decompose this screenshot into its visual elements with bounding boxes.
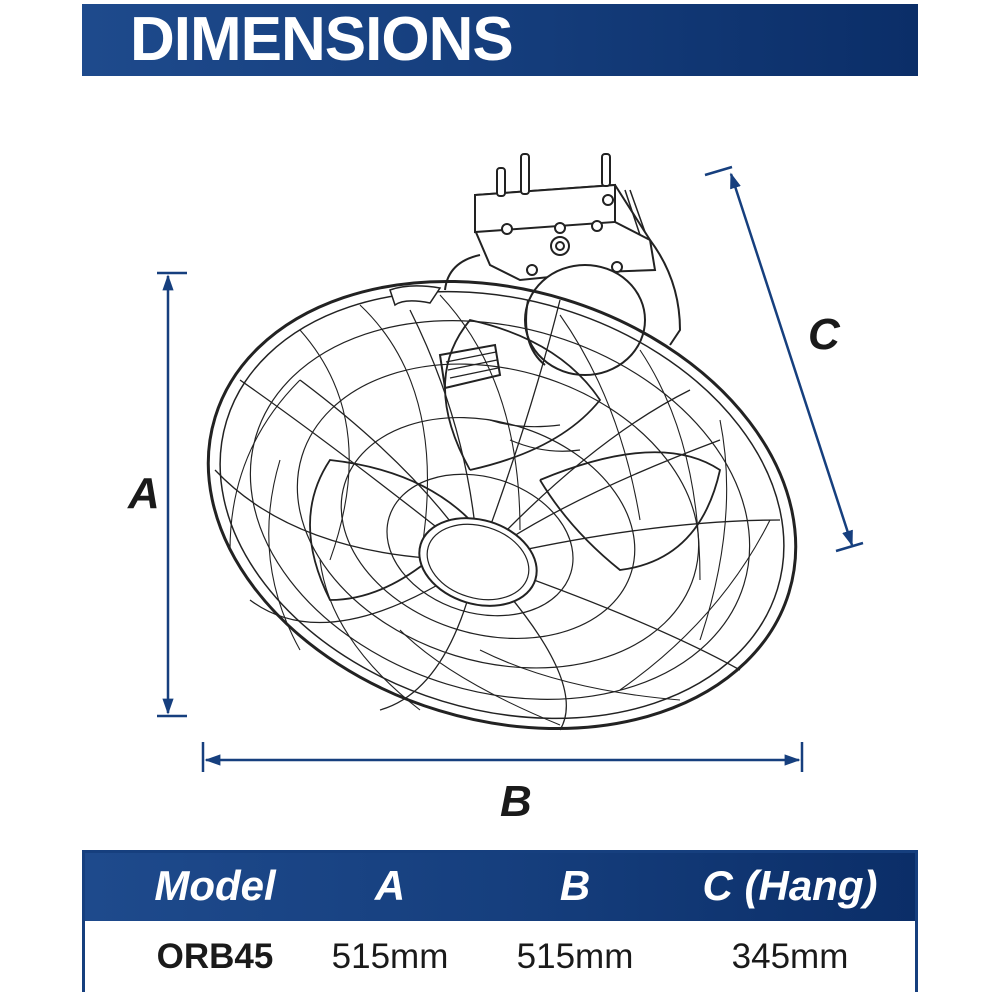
- table-header-row: Model A B C (Hang): [85, 853, 915, 921]
- column-header-b: B: [559, 862, 591, 909]
- table-row: ORB45 515mm 515mm 345mm: [85, 921, 915, 992]
- dimension-b-line: [201, 742, 804, 772]
- dimension-c-label: C: [808, 310, 840, 359]
- column-header-model: Model: [154, 862, 276, 909]
- cell-b: 515mm: [516, 937, 634, 976]
- fan-dimension-diagram: [157, 153, 864, 772]
- cell-a: 515mm: [331, 937, 449, 976]
- dimension-c-line: [704, 165, 864, 553]
- dimension-b-label: B: [500, 777, 532, 826]
- cage-guard: [206, 279, 798, 731]
- dimension-a-line: [157, 271, 187, 718]
- page-title: DIMENSIONS: [130, 5, 514, 74]
- mounting-bracket: [444, 153, 682, 346]
- fan-blades: [309, 319, 722, 601]
- column-header-a: A: [374, 862, 406, 909]
- cell-model: ORB45: [156, 937, 274, 976]
- cell-c-hang: 345mm: [731, 937, 849, 976]
- center-hub: [418, 517, 538, 607]
- dimension-a-label: A: [128, 469, 160, 518]
- specification-table: Model A B C (Hang) ORB45 515mm 515mm 345…: [82, 850, 918, 992]
- motor-housing: [438, 264, 646, 390]
- title-banner: DIMENSIONS: [82, 4, 918, 76]
- column-header-c-hang: C (Hang): [702, 862, 878, 909]
